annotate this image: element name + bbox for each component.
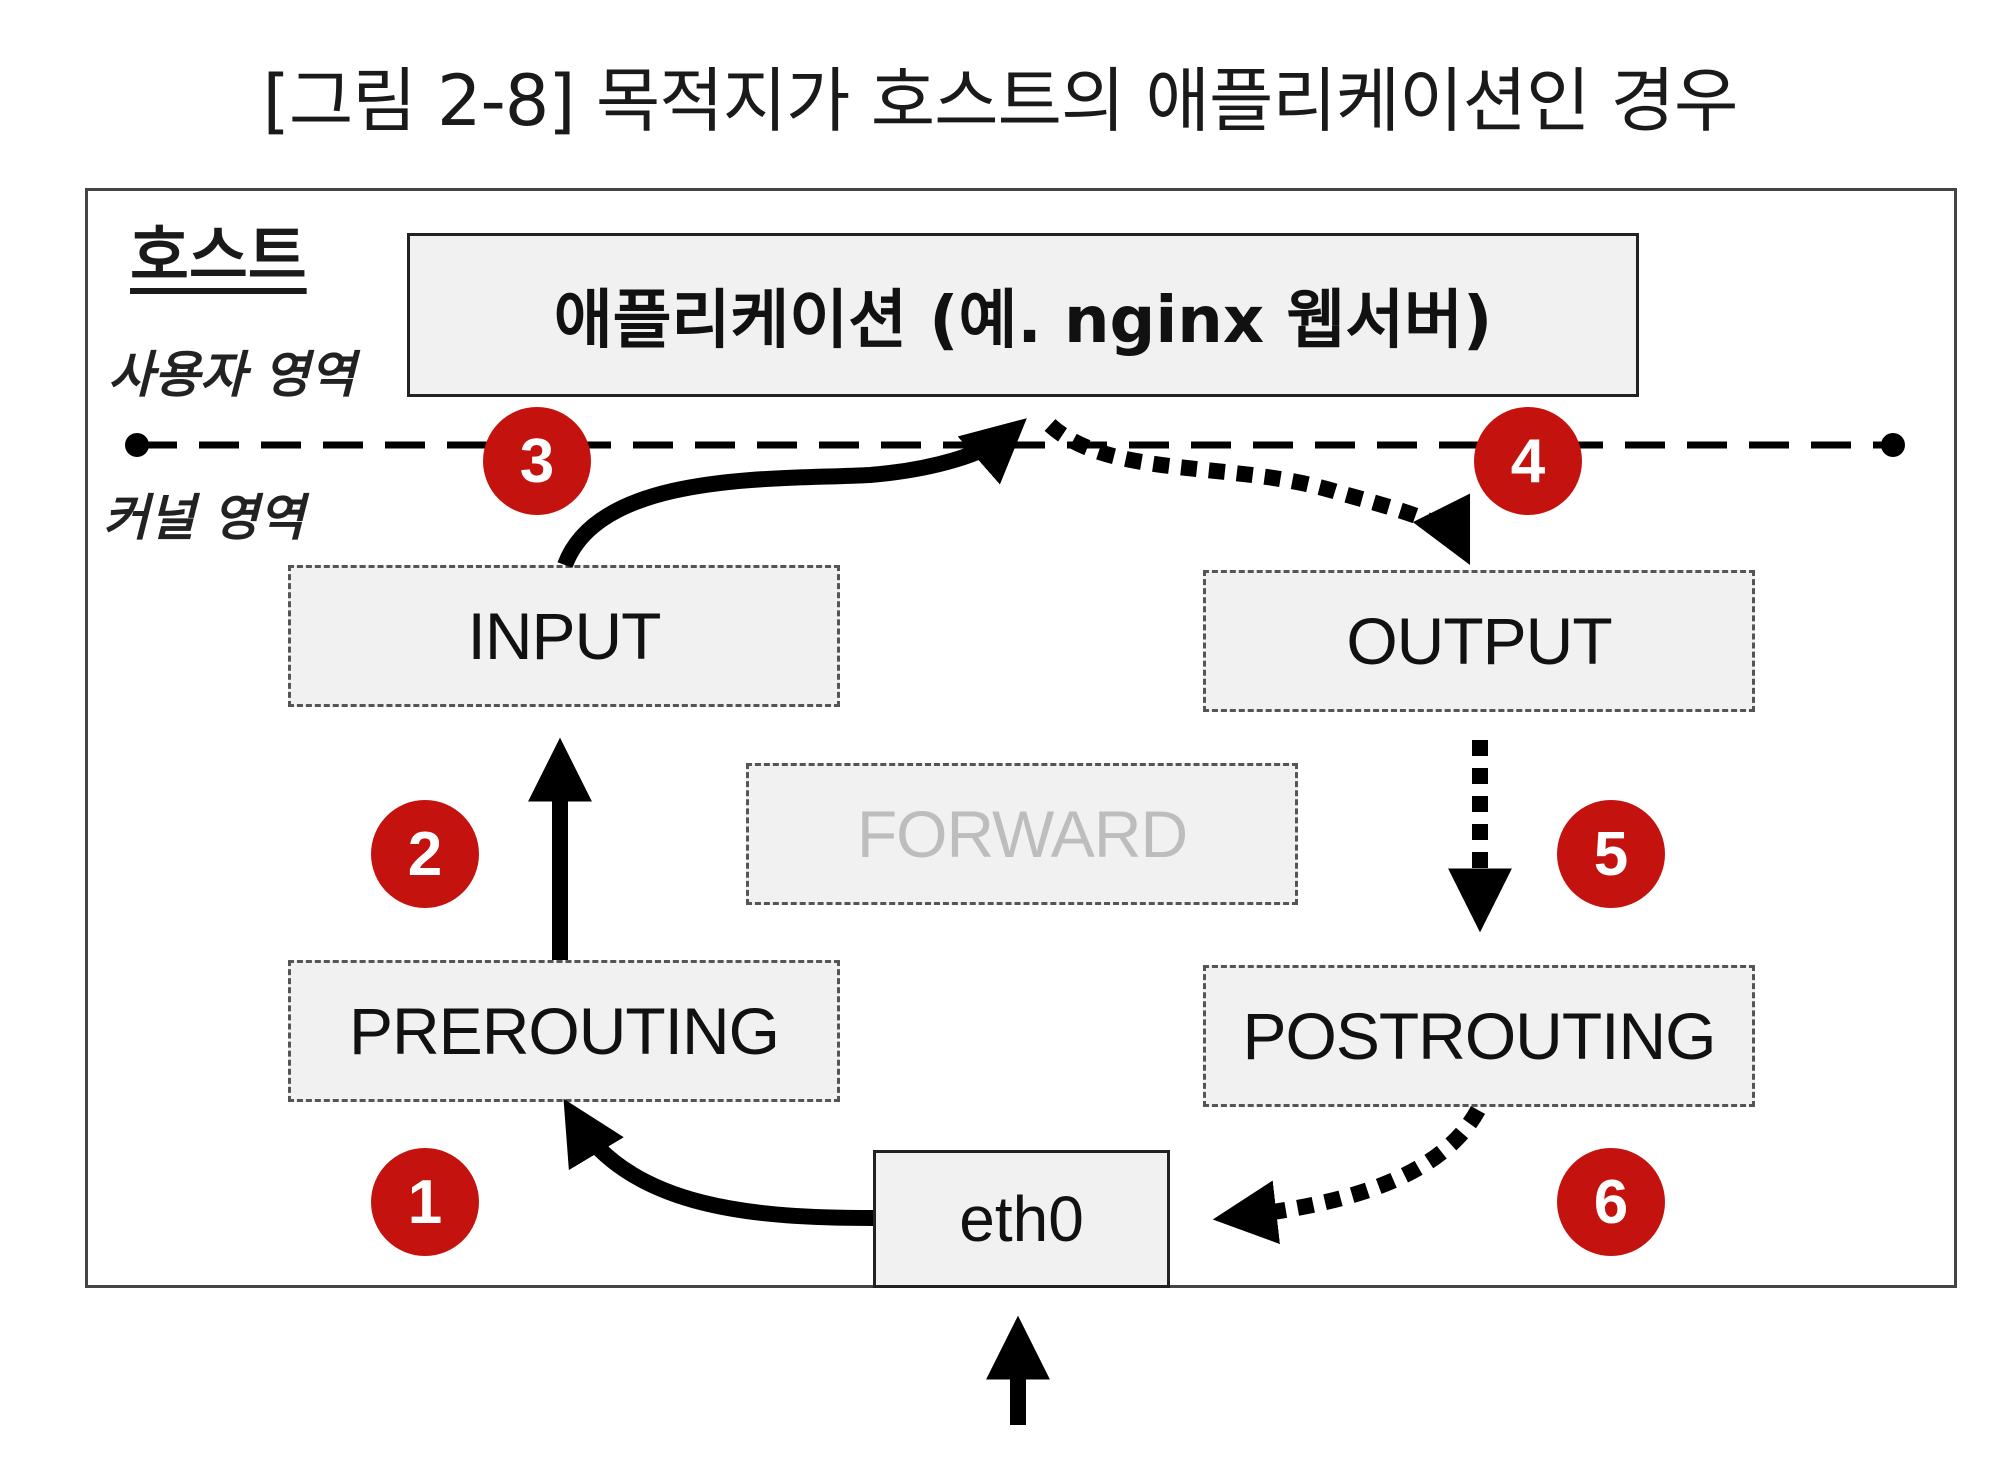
arrow-postrouting-to-eth0: [1212, 1106, 1486, 1245]
step-badge-5: 5: [1557, 800, 1665, 908]
chain-output: OUTPUT: [1203, 570, 1755, 712]
application-box: 애플리케이션 (예. nginx 웹서버): [407, 233, 1639, 397]
step-badge-3: 3: [483, 407, 591, 515]
arrow-eth0-to-prerouting: [563, 1098, 874, 1226]
step-badge-6: 6: [1557, 1148, 1665, 1256]
arrow-application-to-output: [1044, 418, 1471, 566]
user-space-label: 사용자 영역: [108, 346, 356, 404]
boundary-right-dot: [1881, 433, 1905, 457]
step-badge-1: 1: [371, 1148, 479, 1256]
chain-forward: FORWARD: [746, 763, 1298, 905]
chain-postrouting: POSTROUTING: [1203, 965, 1755, 1107]
boundary-left-dot: [125, 433, 149, 457]
step-badge-2: 2: [371, 800, 479, 908]
chain-input: INPUT: [288, 565, 840, 707]
eth0-interface-box: eth0: [873, 1150, 1170, 1288]
host-label: 호스트: [130, 220, 307, 294]
step-badge-4: 4: [1474, 407, 1582, 515]
arrow-input-to-application: [557, 418, 1027, 569]
figure-title: [그림 2-8] 목적지가 호스트의 애플리케이션인 경우: [262, 60, 1739, 142]
kernel-space-label: 커널 영역: [103, 489, 305, 547]
